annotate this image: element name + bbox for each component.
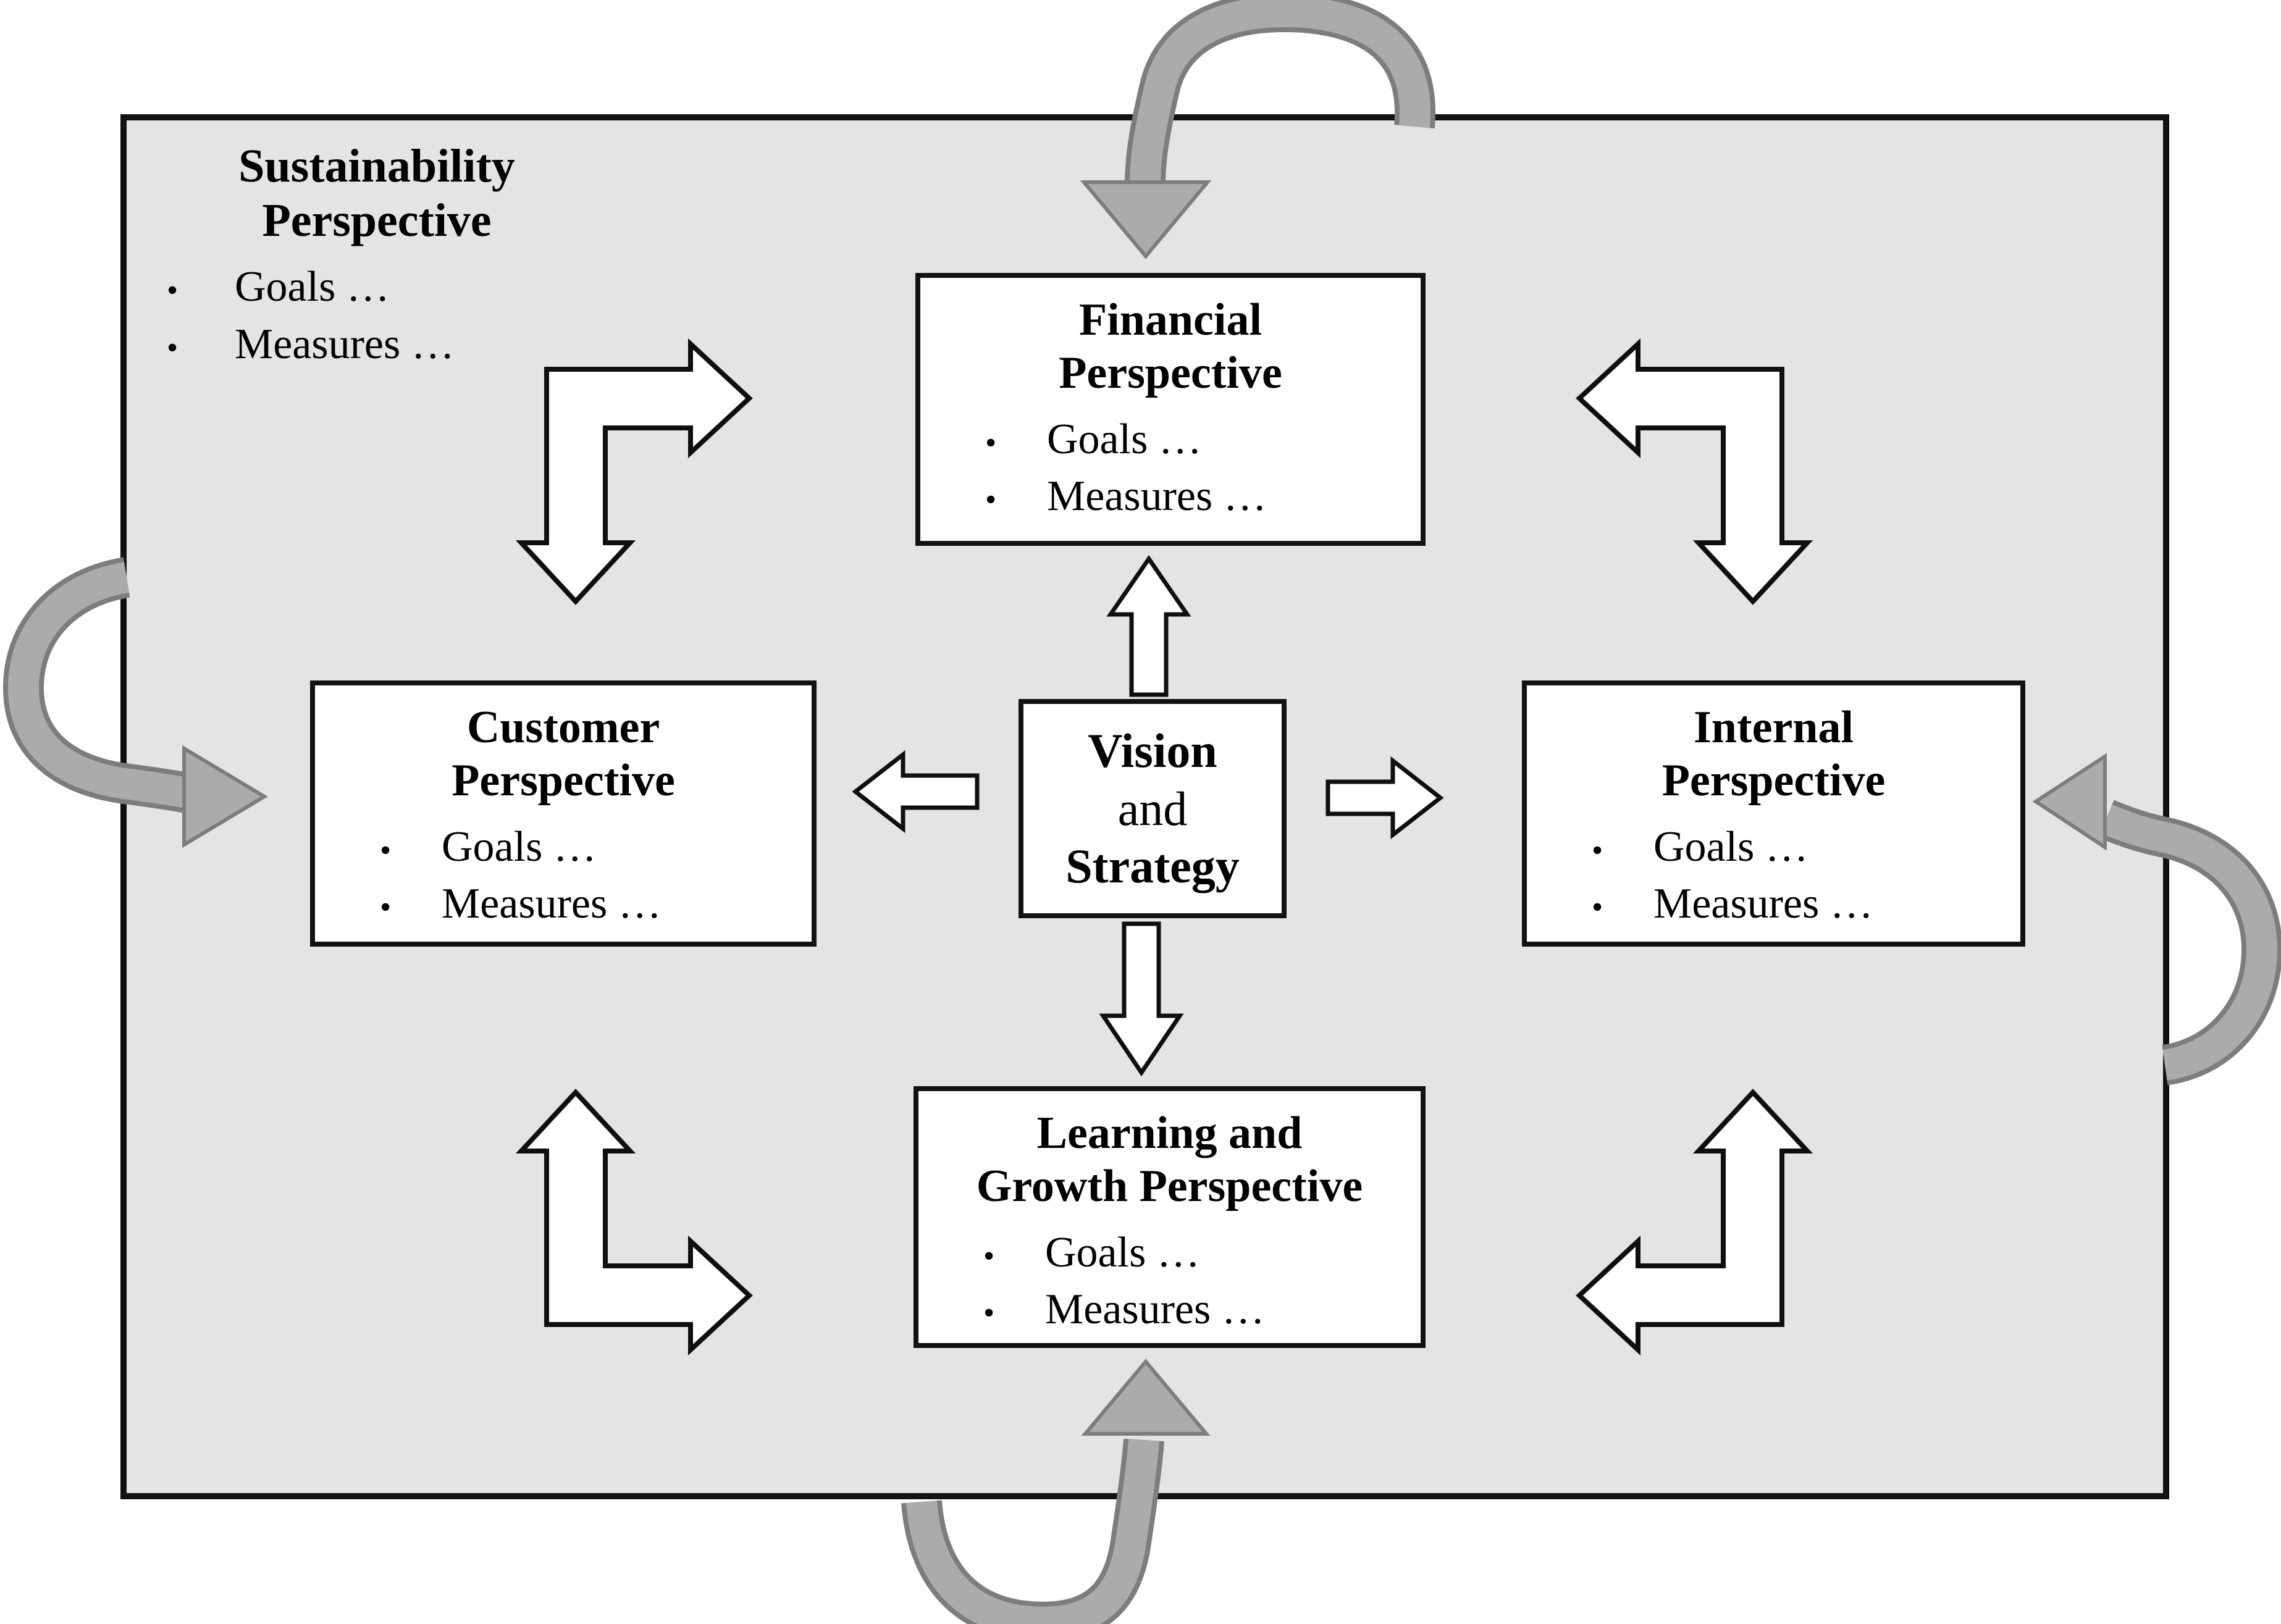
bullet-icon: • <box>985 425 997 461</box>
vision-line: and <box>1117 781 1188 835</box>
financial-perspective-box: Financial Perspective • Goals … • Measur… <box>915 273 1426 546</box>
bullet-icon: • <box>985 482 997 518</box>
bullet-text: Goals … <box>235 263 390 311</box>
sustainability-title-line-1: Sustainability <box>238 140 515 192</box>
bullet-icon: • <box>983 1238 995 1274</box>
bullet-icon: • <box>1592 890 1603 926</box>
list-item: • Measures … <box>985 468 1421 525</box>
bullet-icon: • <box>1592 832 1603 868</box>
bullet-text: Goals … <box>1653 822 1808 871</box>
list-item: • Measures … <box>167 316 599 373</box>
box-title-line: Perspective <box>1661 755 1886 806</box>
vision-line: Strategy <box>1065 839 1240 894</box>
bullet-icon: • <box>380 890 392 926</box>
sustainability-label: Sustainability Perspective • Goals … • M… <box>154 139 599 373</box>
bullet-icon: • <box>983 1295 995 1331</box>
list-item: • Goals … <box>380 819 812 876</box>
box-title-line: Financial <box>1078 295 1262 345</box>
bullet-text: Measures … <box>442 880 662 928</box>
learning-growth-perspective-box: Learning and Growth Perspective • Goals … <box>914 1086 1426 1348</box>
bullet-text: Goals … <box>1045 1228 1200 1276</box>
bullet-icon: • <box>167 273 179 309</box>
sustainability-bullet-list: • Goals … • Measures … <box>154 259 599 373</box>
sustainability-title-line-2: Perspective <box>262 195 492 247</box>
bullet-text: Measures … <box>235 320 455 368</box>
bullet-list: • Goals … • Measures … <box>315 819 812 933</box>
vision-strategy-box: Vision and Strategy <box>1019 699 1287 918</box>
list-item: • Goals … <box>1592 819 2020 876</box>
bullet-list: • Goals … • Measures … <box>1527 819 2020 933</box>
box-title-line: Perspective <box>1059 347 1282 398</box>
bullet-text: Goals … <box>442 822 597 871</box>
box-title-line: Internal <box>1694 702 1854 753</box>
list-item: • Measures … <box>380 876 812 932</box>
list-item: • Goals … <box>983 1224 1421 1281</box>
bullet-list: • Goals … • Measures … <box>918 1224 1421 1339</box>
bullet-icon: • <box>380 832 392 868</box>
box-title-line: Perspective <box>452 755 675 806</box>
list-item: • Measures … <box>983 1281 1421 1338</box>
list-item: • Measures … <box>1592 876 2020 932</box>
list-item: • Goals … <box>167 259 599 316</box>
vision-line: Vision <box>1088 724 1217 778</box>
internal-perspective-box: Internal Perspective • Goals … • Measure… <box>1522 680 2025 947</box>
list-item: • Goals … <box>985 411 1421 468</box>
bullet-list: • Goals … • Measures … <box>920 411 1421 525</box>
customer-perspective-box: Customer Perspective • Goals … • Measure… <box>310 680 817 947</box>
box-title-line: Growth Perspective <box>976 1160 1363 1212</box>
bullet-text: Measures … <box>1047 472 1267 521</box>
bullet-text: Measures … <box>1653 880 1873 928</box>
bullet-icon: • <box>167 330 179 366</box>
box-title-line: Customer <box>466 702 660 753</box>
bullet-text: Goals … <box>1047 415 1202 463</box>
box-title-line: Learning and <box>1036 1108 1303 1158</box>
bullet-text: Measures … <box>1045 1286 1265 1334</box>
